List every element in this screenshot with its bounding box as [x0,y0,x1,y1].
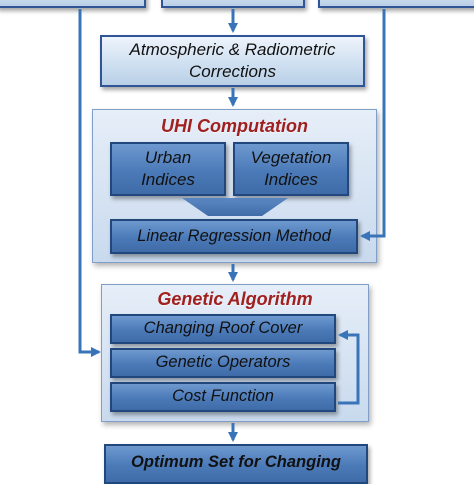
urban-indices-label: Urban Indices [141,148,195,189]
genetic-algorithm-title: Genetic Algorithm [157,289,313,309]
corrections-label: Atmospheric & Radiometric Corrections [129,40,336,81]
cost-function-label: Cost Function [172,387,274,406]
top-input-box-right [318,0,474,8]
linear-regression-box: Linear Regression Method [110,219,358,254]
genetic-operators-box: Genetic Operators [110,348,336,378]
vegetation-indices-box: Vegetation Indices [233,142,349,196]
genetic-operators-label: Genetic Operators [155,353,291,372]
optimum-set-box: Optimum Set for Changing [104,444,368,484]
changing-roof-cover-label: Changing Roof Cover [143,319,303,338]
urban-indices-box: Urban Indices [110,142,226,196]
top-input-box-left [0,0,146,8]
top-input-box-middle [161,0,305,8]
cost-function-box: Cost Function [110,382,336,412]
vegetation-indices-label: Vegetation Indices [250,148,332,189]
changing-roof-cover-box: Changing Roof Cover [110,314,336,344]
uhi-computation-title: UHI Computation [161,116,308,136]
corrections-box: Atmospheric & Radiometric Corrections [100,35,365,87]
linear-regression-label: Linear Regression Method [137,226,331,245]
optimum-set-label: Optimum Set for Changing [131,453,341,471]
